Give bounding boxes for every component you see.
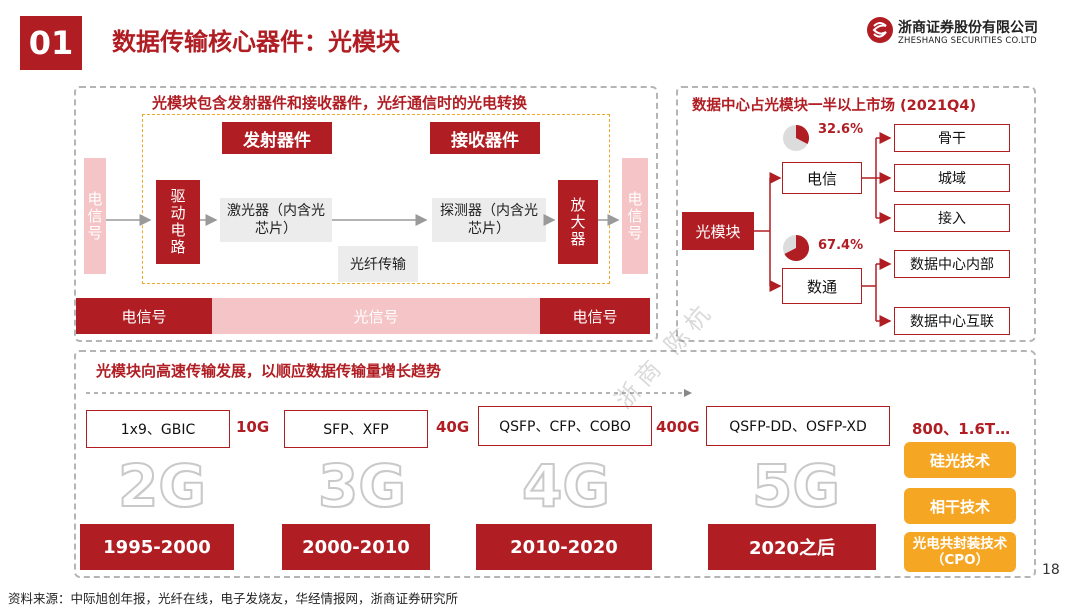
stage-4-generation: 5G — [751, 451, 841, 521]
page-title: 数据传输核心器件：光模块 — [112, 28, 400, 56]
future-rate: 800、1.6T… — [912, 420, 1011, 438]
detector: 探测器（内含光芯片） — [432, 198, 546, 242]
module-box — [142, 114, 610, 284]
stage-1-rate: 10G — [236, 418, 270, 436]
electric-output: 电信号 — [622, 158, 648, 274]
electric-input: 电信号 — [84, 158, 106, 274]
bar-electric-right: 电信号 — [540, 298, 650, 334]
stage-3-years: 2010-2020 — [476, 524, 652, 570]
datacom-dc-interconnect: 数据中心互联 — [894, 307, 1010, 335]
source-note: 资料来源：中际旭创年报，光纤在线，电子发烧友，华经情报网，浙商证券研究所 — [8, 591, 459, 606]
stage-2-generation: 3G — [317, 451, 407, 521]
datacom-share: 67.4% — [818, 238, 864, 253]
amplifier: 放大器 — [558, 180, 598, 264]
telecom-backbone: 骨干 — [894, 124, 1010, 152]
stage-3-rate: 400G — [656, 418, 700, 436]
stage-2-years: 2000-2010 — [282, 524, 430, 570]
stage-4-modules: QSFP-DD、OSFP-XD — [706, 406, 890, 446]
tech-silicon-photonics: 硅光技术 — [904, 442, 1016, 478]
stage-3-generation: 4G — [521, 451, 611, 521]
datacom-node: 数通 — [782, 268, 862, 304]
telecom-node: 电信 — [782, 162, 862, 194]
stage-3-modules: QSFP、CFP、COBO — [478, 406, 652, 446]
page-number: 18 — [1042, 562, 1060, 578]
tech-cpo: 光电共封装技术（CPO） — [904, 532, 1016, 572]
right-panel-title: 数据中心占光模块一半以上市场 (2021Q4) — [692, 98, 977, 114]
stage-1-years: 1995-2000 — [80, 524, 234, 570]
left-panel-title: 光模块包含发射器件和接收器件，光纤通信时的光电转换 — [152, 94, 528, 112]
datacom-share-pie — [783, 235, 809, 261]
bar-electric-left: 电信号 — [76, 298, 212, 334]
tx-label: 发射器件 — [222, 122, 332, 154]
datacom-pie-slice — [784, 235, 809, 261]
rx-label: 接收器件 — [430, 122, 540, 154]
left-panel — [74, 86, 658, 342]
stage-2-modules: SFP、XFP — [284, 410, 428, 448]
stage-1-modules: 1x9、GBIC — [86, 410, 230, 448]
company-logo — [866, 16, 894, 44]
telecom-access: 接入 — [894, 204, 1010, 232]
laser: 激光器（内含光芯片） — [220, 198, 332, 242]
tech-coherent: 相干技术 — [904, 488, 1016, 524]
bar-optical: 光信号 — [212, 298, 540, 334]
telecom-pie-slice — [796, 125, 809, 144]
timeline-title: 光模块向高速传输发展，以顺应数据传输量增长趋势 — [96, 362, 442, 380]
company-name-cn: 浙商证券股份有限公司 — [898, 20, 1038, 36]
stage-2-rate: 40G — [436, 418, 470, 436]
logo-icon — [867, 17, 893, 43]
telecom-share-pie — [783, 125, 809, 151]
section-number: 01 — [20, 16, 82, 70]
telecom-share: 32.6% — [818, 122, 864, 137]
stage-1-generation: 2G — [117, 451, 207, 521]
fiber-transmission: 光纤传输 — [338, 246, 418, 282]
stage-4-years: 2020之后 — [708, 524, 876, 570]
root-optical-module: 光模块 — [682, 212, 754, 250]
driver-circuit: 驱动电路 — [156, 180, 200, 264]
datacom-intra-dc: 数据中心内部 — [894, 250, 1010, 278]
telecom-metro: 城域 — [894, 164, 1010, 192]
right-panel — [676, 86, 1036, 342]
timeline-panel — [74, 350, 1036, 578]
company-name-en: ZHESHANG SECURITIES CO.LTD — [898, 36, 1037, 46]
